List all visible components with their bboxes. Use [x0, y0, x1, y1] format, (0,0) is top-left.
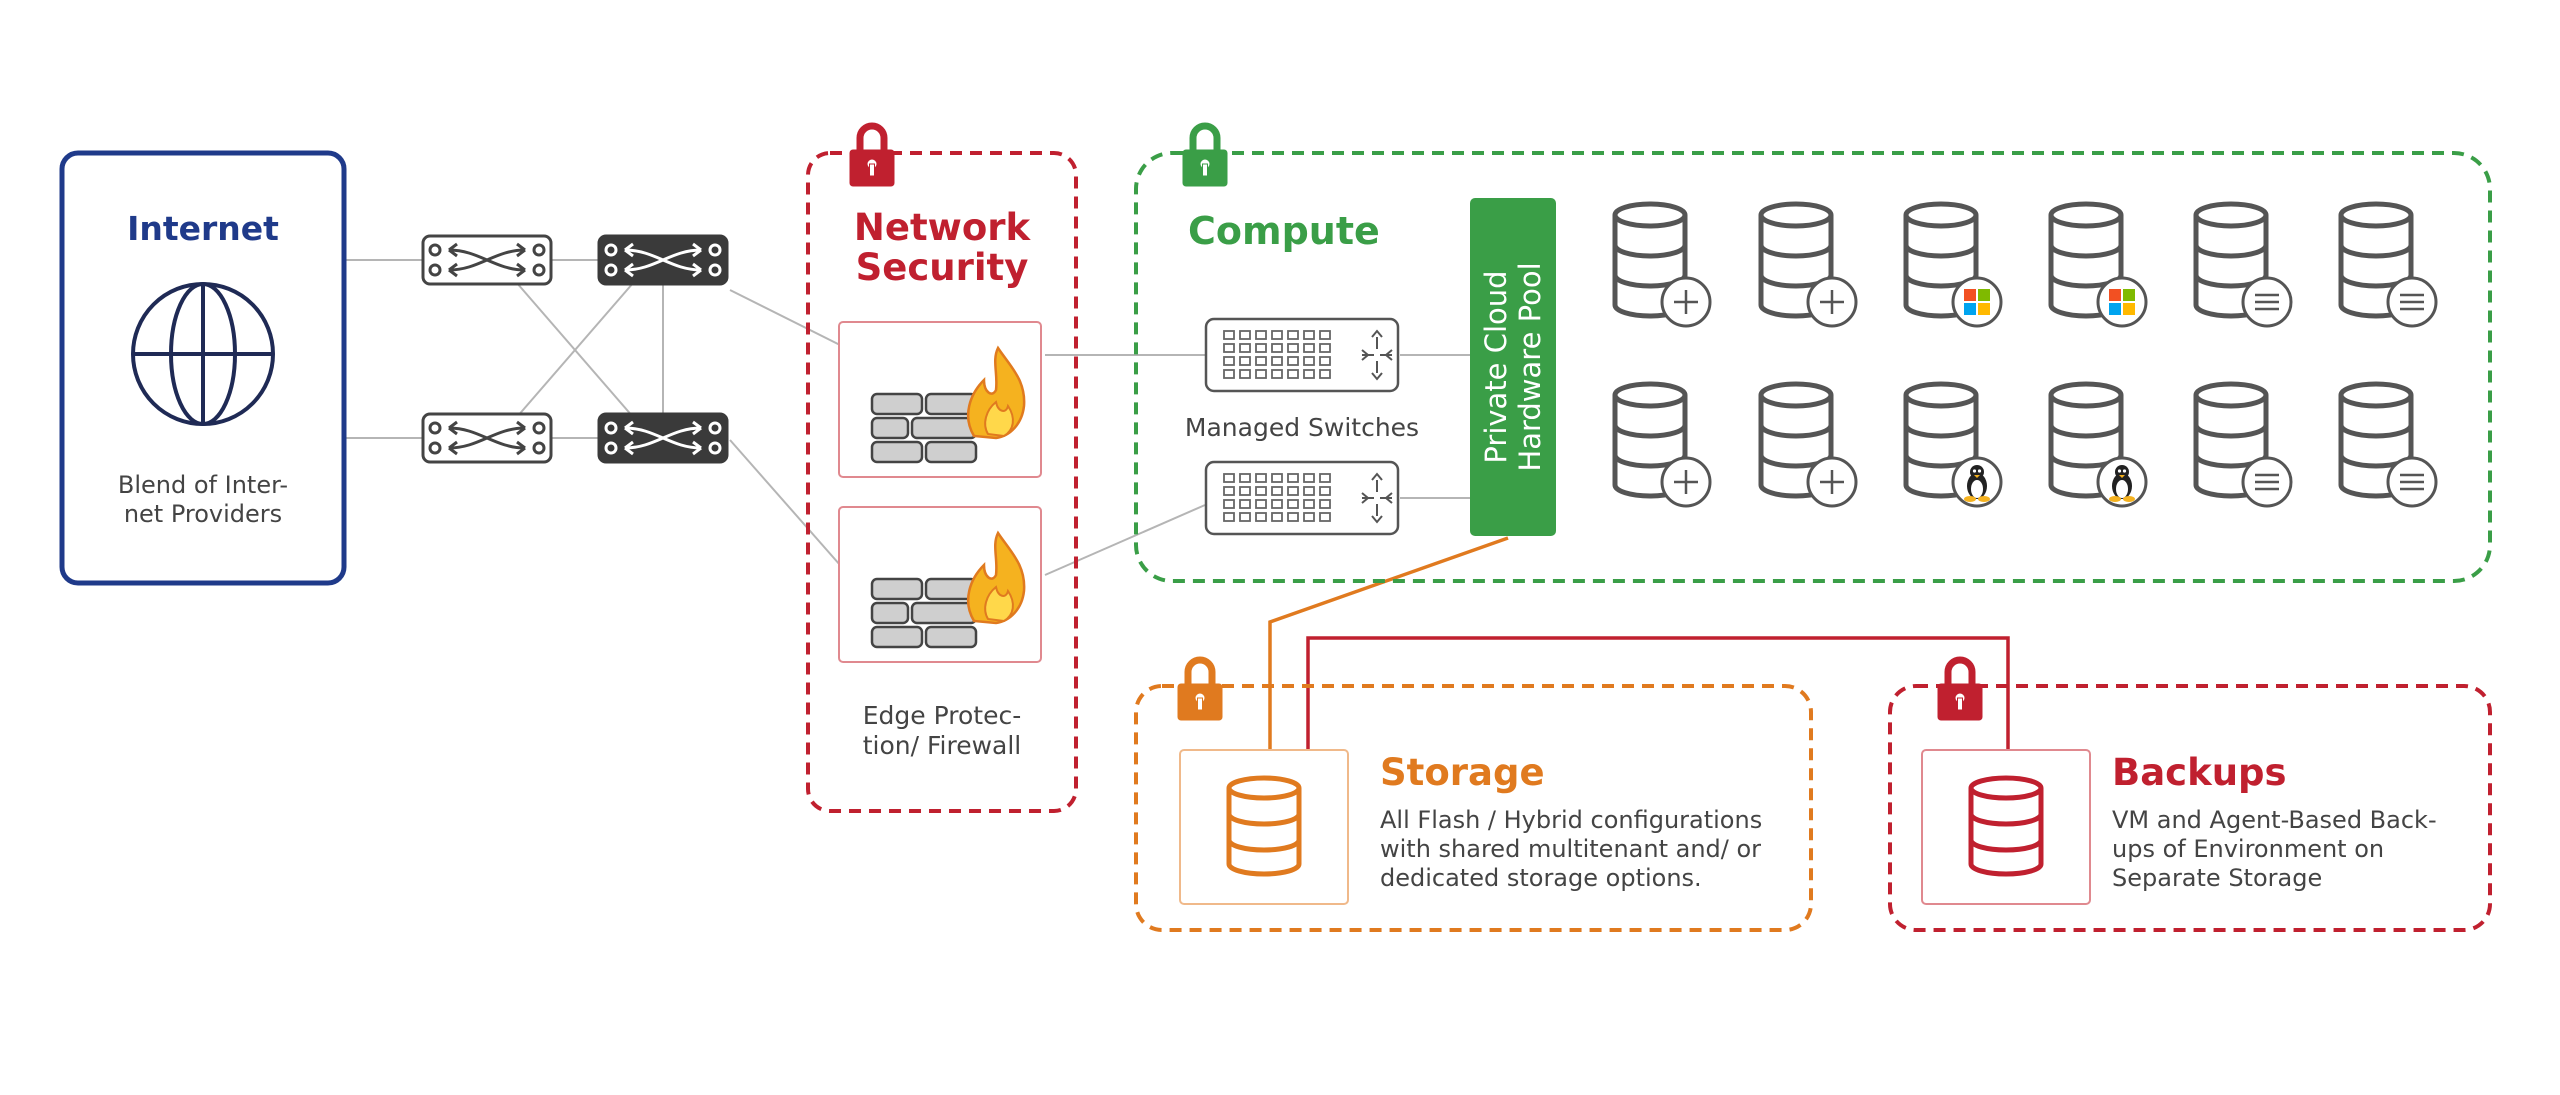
storage-border: [1134, 684, 1813, 932]
linux-badge-icon: [1951, 456, 2003, 508]
globe-icon: [131, 282, 275, 426]
internet-caption-line2: net Providers: [124, 500, 282, 528]
internet-caption-line1: Blend of Inter-: [118, 471, 288, 499]
list-badge-icon: [2386, 456, 2438, 508]
storage-desc-line3: dedicated storage options.: [1380, 864, 1702, 892]
switch-icon: [1204, 460, 1400, 536]
backups-desc-line1: VM and Agent-Based Back-: [2112, 806, 2437, 834]
storage-desc-line2: with shared multitenant and/ or: [1380, 835, 1761, 863]
internet-panel: Internet Blend of Inter- net Providers: [59, 150, 347, 586]
lock-icon: [1938, 660, 1982, 720]
plus-badge-icon: [1806, 276, 1858, 328]
backups-title: Backups: [2112, 751, 2287, 794]
backups-desc-line2: ups of Environment on: [2112, 835, 2384, 863]
router-icon: [421, 234, 553, 286]
server-database-icon: [1906, 384, 2003, 508]
storage-panel: Storage All Flash / Hybrid configuration…: [1134, 660, 1813, 932]
plus-badge-icon: [1660, 276, 1712, 328]
plus-badge-icon: [1806, 456, 1858, 508]
plus-badge-icon: [1660, 456, 1712, 508]
storage-links: [1268, 536, 2010, 752]
network-security-panel: Network Security: [806, 126, 1078, 813]
firewall-icon: [838, 321, 1042, 478]
hardware-pool-line1: Private Cloud: [1479, 270, 1513, 463]
server-database-icon: [1615, 204, 1712, 328]
windows-badge-icon: [1951, 276, 2003, 328]
compute-panel: Compute Managed Switches Private Cloud H…: [1134, 126, 2492, 583]
compute-title: Compute: [1188, 209, 1380, 253]
router-icon: [597, 412, 729, 464]
backups-border: [1888, 684, 2492, 932]
backups-desc-line3: Separate Storage: [2112, 864, 2322, 892]
windows-badge-icon: [2096, 276, 2148, 328]
server-database-icon: [2051, 204, 2148, 328]
network-security-border: [806, 151, 1078, 813]
server-database-icon: [1615, 384, 1712, 508]
switches-label: Managed Switches: [1185, 413, 1419, 442]
list-badge-icon: [2241, 456, 2293, 508]
list-badge-icon: [2386, 276, 2438, 328]
network-security-caption-line2: tion/ Firewall: [863, 731, 1022, 760]
storage-desc-line1: All Flash / Hybrid configurations: [1380, 806, 1762, 834]
router-icon: [597, 234, 729, 286]
router-icon: [421, 412, 553, 464]
server-database-icon: [1906, 204, 2003, 328]
server-database-icon: [2051, 384, 2148, 508]
compute-border: [1134, 151, 2492, 583]
backup-database-icon: [1921, 749, 2091, 905]
server-database-icon: [1761, 204, 1858, 328]
switch-icon: [1204, 317, 1400, 393]
backups-panel: Backups VM and Agent-Based Back- ups of …: [1888, 660, 2492, 932]
network-security-caption-line1: Edge Protec-: [863, 701, 1021, 730]
hardware-pool-line2: Hardware Pool: [1513, 262, 1547, 471]
network-security-title-line1: Network: [854, 206, 1032, 249]
hardware-pool-bar: Private Cloud Hardware Pool: [1470, 198, 1556, 536]
server-grid: [1615, 204, 2438, 508]
server-database-icon: [1761, 384, 1858, 508]
storage-database-icon: [1179, 749, 1349, 905]
storage-title: Storage: [1380, 751, 1545, 794]
server-database-icon: [2196, 384, 2293, 508]
lock-icon: [850, 126, 894, 186]
firewall-icon: [838, 506, 1042, 663]
lock-icon: [1183, 126, 1227, 186]
internet-title: Internet: [127, 209, 279, 248]
server-database-icon: [2341, 384, 2438, 508]
list-badge-icon: [2241, 276, 2293, 328]
server-database-icon: [2341, 204, 2438, 328]
server-database-icon: [2196, 204, 2293, 328]
network-links: [345, 259, 1470, 576]
lock-icon: [1178, 660, 1222, 720]
linux-badge-icon: [2096, 456, 2148, 508]
network-security-title-line2: Security: [856, 246, 1029, 289]
